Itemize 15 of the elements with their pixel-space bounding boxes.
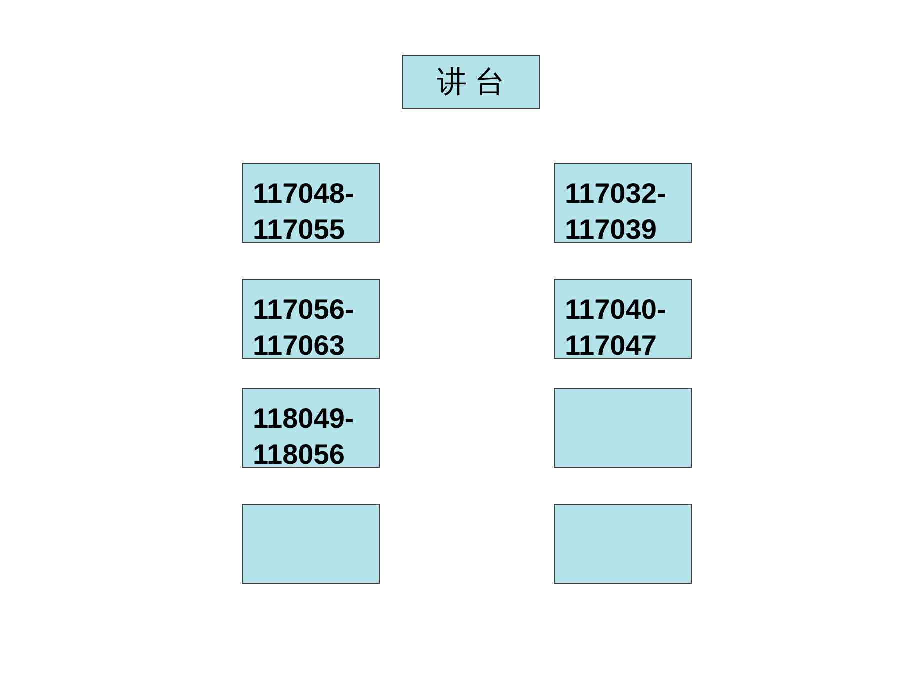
seat-range-text: 117056-117063	[253, 294, 354, 361]
seat-range-text: 117040-117047	[565, 294, 666, 361]
empty-seat-block	[242, 504, 380, 584]
seat-range-text: 118049-118056	[253, 403, 354, 470]
seat-block	[554, 163, 692, 243]
seat-range-text: 117048-117055	[253, 178, 354, 245]
empty-seat-block	[554, 388, 692, 468]
podium-box	[402, 55, 540, 109]
seat-block	[554, 279, 692, 359]
seat-block	[242, 388, 380, 468]
seat-block	[242, 163, 380, 243]
seat-block	[242, 279, 380, 359]
empty-seat-block	[554, 504, 692, 584]
podium-label: 讲 台	[436, 64, 506, 100]
seat-range-text: 117032-117039	[565, 178, 666, 245]
